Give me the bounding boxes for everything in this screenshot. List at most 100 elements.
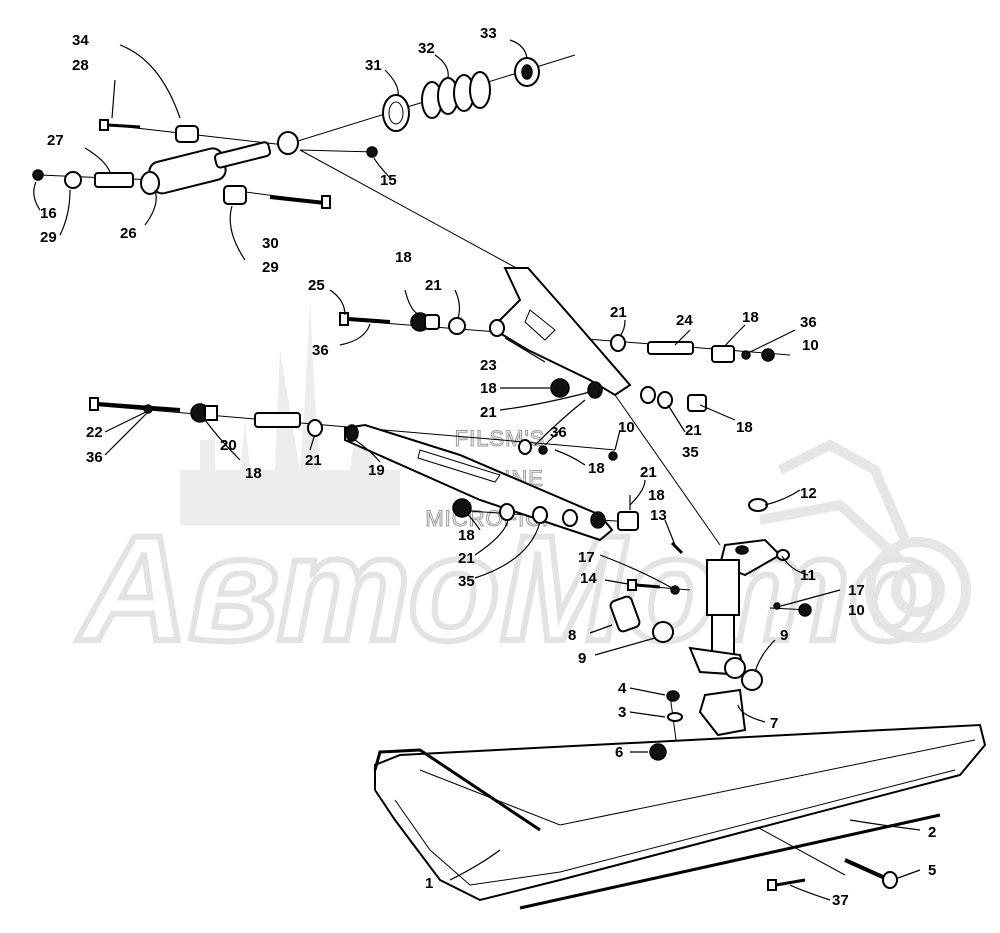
callout-21-f: 21: [640, 464, 657, 481]
callout-27: 27: [47, 132, 64, 149]
callout-21-d: 21: [685, 422, 702, 439]
callout-21-c: 21: [480, 404, 497, 421]
sleeve-24: [647, 341, 694, 355]
nut-18g: [452, 498, 472, 518]
watermark-brand: АвтоМото: [76, 504, 940, 672]
nut-15: [366, 146, 378, 158]
washer-21f: [590, 511, 606, 529]
bolt-22: [89, 397, 181, 412]
callout-20: 20: [220, 437, 237, 454]
spindle-assembly: [609, 498, 812, 737]
washer-21g: [499, 503, 515, 521]
callout-23: 23: [480, 357, 497, 374]
spindle-body: [706, 559, 740, 616]
washer-36c: [143, 404, 153, 414]
spring-seat-31: [382, 94, 410, 132]
washer-21b: [610, 334, 626, 352]
bushing-18b: [711, 345, 735, 363]
shock-absorber-assembly: [32, 57, 540, 209]
bolt-30: [269, 195, 331, 209]
callout-13: 13: [650, 507, 667, 524]
washer-36d: [538, 445, 548, 455]
nut-18c: [550, 378, 570, 398]
bushing-30: [223, 185, 247, 205]
callout-21-b: 21: [610, 304, 627, 321]
sleeve-27: [94, 172, 134, 188]
sleeve-20: [254, 412, 301, 428]
callout-15: 15: [380, 172, 397, 189]
ski-handle: [373, 748, 541, 832]
washer-17b: [773, 602, 781, 610]
callout-6: 6: [615, 744, 623, 761]
callout-10-c: 10: [848, 602, 865, 619]
nut-10a: [761, 348, 775, 362]
callout-17-a: 17: [578, 549, 595, 566]
shock-absorber: [140, 131, 299, 195]
callout-9-b: 9: [780, 627, 788, 644]
washer-36b: [741, 350, 751, 360]
callout-29-right: 29: [262, 259, 279, 276]
bolt-14: [627, 579, 661, 591]
callout-5: 5: [928, 862, 936, 879]
upper-arm-assembly: [339, 267, 775, 412]
callout-14: 14: [580, 570, 597, 587]
bolt-28: [99, 119, 141, 131]
sleeve-8: [609, 595, 641, 633]
callout-32: 32: [418, 40, 435, 57]
bushing-18f: [617, 511, 639, 531]
nut-6: [649, 743, 667, 761]
callout-4: 4: [618, 680, 627, 697]
callout-19: 19: [368, 462, 385, 479]
callout-34: 34: [72, 32, 89, 49]
bushing-9a: [652, 621, 674, 643]
callout-10-a: 10: [802, 337, 819, 354]
nut-10b: [608, 451, 618, 461]
callout-11: 11: [800, 567, 816, 584]
washer-21e: [307, 419, 323, 437]
callout-17-b: 17: [848, 582, 865, 599]
callout-35-a: 35: [682, 444, 699, 461]
callout-24: 24: [676, 312, 693, 329]
callout-25: 25: [308, 277, 325, 294]
upper-arm-23: [496, 267, 632, 397]
grease-cap-12: [748, 498, 768, 512]
leader-lines: [33, 39, 921, 901]
washer-21a: [448, 317, 466, 335]
callout-37: 37: [832, 892, 849, 909]
bushing-9b: [741, 669, 763, 691]
nut-10c: [798, 603, 812, 617]
callout-12: 12: [800, 485, 817, 502]
spring-32: [421, 71, 491, 119]
nut-4: [666, 690, 680, 702]
bolt-5: [844, 858, 898, 889]
callout-16: 16: [40, 205, 57, 222]
callout-30: 30: [262, 235, 279, 252]
callout-21-g: 21: [458, 550, 475, 567]
bolt-25: [339, 312, 391, 326]
callout-10-b: 10: [618, 419, 635, 436]
callout-35-b: 35: [458, 573, 475, 590]
callout-28: 28: [72, 57, 89, 74]
callout-26: 26: [120, 225, 137, 242]
washer-17a: [670, 585, 680, 595]
callout-3: 3: [618, 704, 626, 721]
callout-18-a: 18: [395, 249, 412, 266]
callout-18-b: 18: [742, 309, 759, 326]
ski-assembly: [373, 690, 987, 910]
wear-bar-2: [519, 813, 941, 910]
motorcycle-silhouette: [759, 439, 971, 643]
callout-31: 31: [365, 57, 382, 74]
lower-arm-assembly: [89, 397, 639, 542]
callout-18-c: 18: [480, 380, 497, 397]
bushing-18d: [687, 394, 707, 412]
callout-36-a: 36: [312, 342, 329, 359]
spindle-shaft: [711, 614, 735, 656]
bushing-29: [64, 171, 82, 189]
grease-fitting-13: [670, 541, 684, 555]
callout-2: 2: [928, 824, 936, 841]
washer-3: [667, 712, 683, 722]
callout-8: 8: [568, 627, 576, 644]
nut-16: [32, 169, 44, 181]
callout-22: 22: [86, 424, 103, 441]
